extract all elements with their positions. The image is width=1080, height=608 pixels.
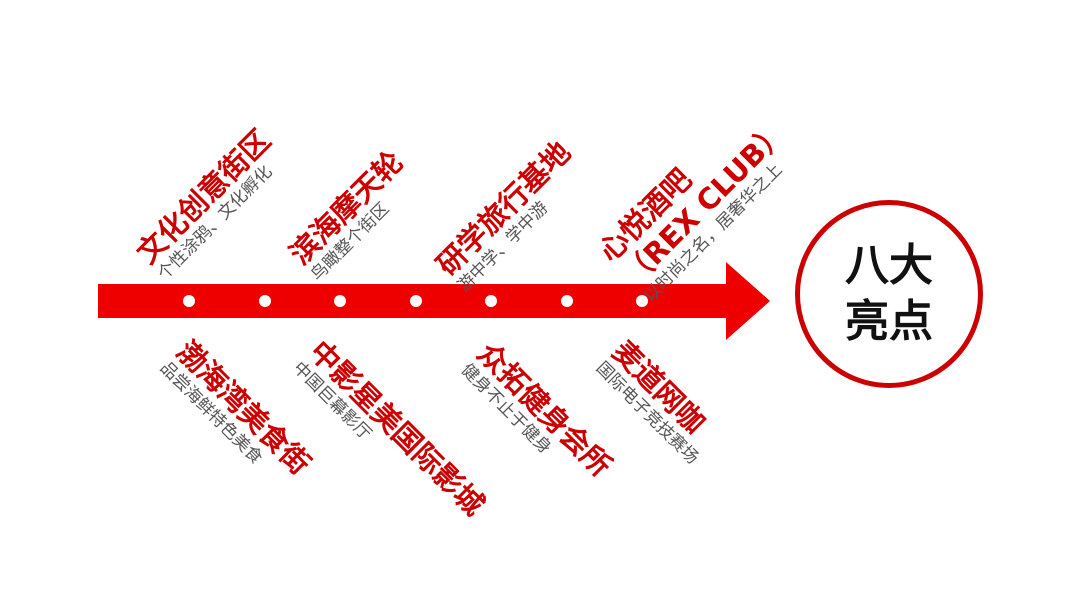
hub-line-1: 八大	[845, 240, 933, 291]
spine-dot	[636, 295, 648, 307]
spine-arrow-shape	[98, 262, 770, 340]
spine-dot	[485, 295, 497, 307]
spine-dot	[259, 295, 271, 307]
hub-circle: 八大 亮点	[795, 200, 983, 388]
spine-dot	[183, 295, 195, 307]
spine-dot	[334, 295, 346, 307]
spine-dot	[410, 295, 422, 307]
spine-dot	[561, 295, 573, 307]
hub-line-2: 亮点	[845, 296, 933, 347]
